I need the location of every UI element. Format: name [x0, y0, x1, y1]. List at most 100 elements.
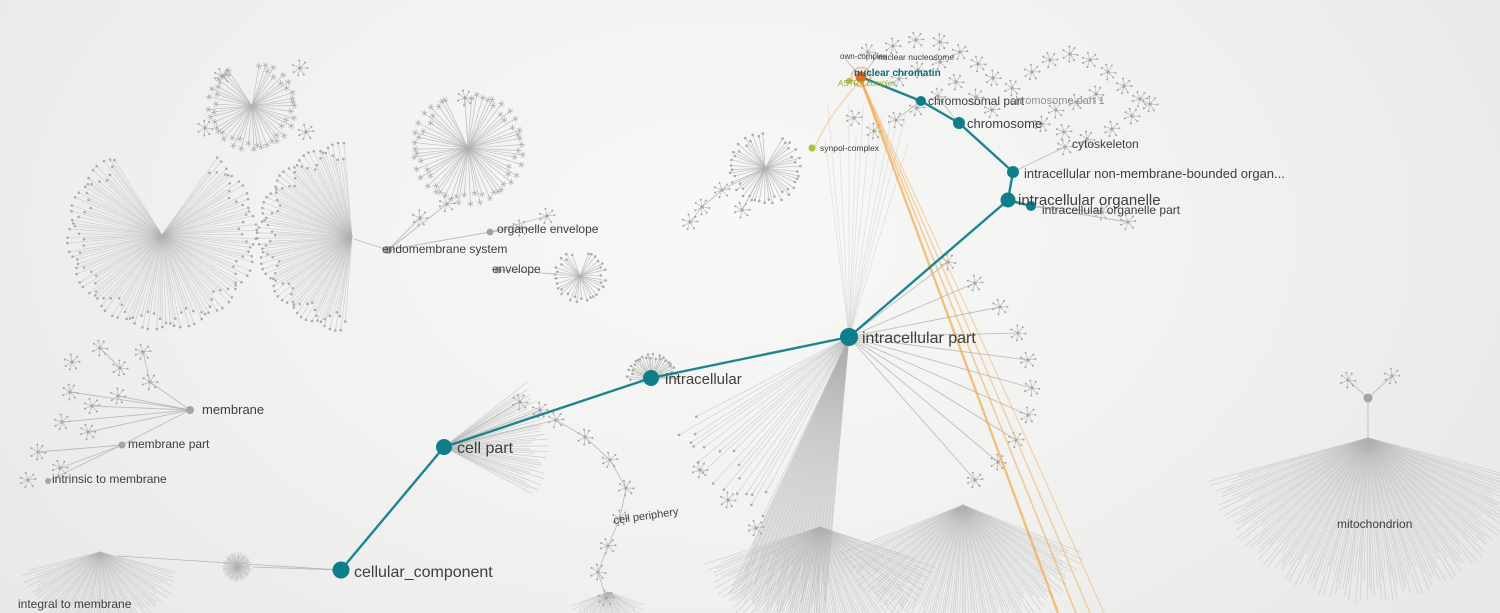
mini-burst: [1048, 101, 1065, 119]
label-membrane-part[interactable]: membrane part: [128, 437, 210, 451]
mini-burst: [860, 43, 877, 61]
mini-burst: [53, 413, 71, 431]
label-intracellular-part[interactable]: intracellular part: [862, 330, 976, 347]
node-nuclear-chromatin[interactable]: [855, 71, 867, 83]
mini-burst: [1103, 120, 1121, 137]
label-intracellular[interactable]: intracellular: [665, 371, 742, 388]
label-intracellular-organelle[interactable]: intracellular organelle: [1018, 192, 1161, 209]
node-synpol-complex[interactable]: [808, 144, 816, 152]
node-membrane-part[interactable]: [118, 441, 126, 449]
mini-burst-layer: [19, 32, 1401, 606]
orange-association-edge: [860, 79, 1091, 613]
node-cluster: [410, 91, 526, 208]
label-layer: cellular_component cell part intracellular…: [18, 52, 1412, 611]
label-endomembrane-system[interactable]: endomembrane system: [382, 242, 507, 256]
node-envelope[interactable]: [494, 266, 502, 274]
node-cluster: [1208, 437, 1500, 603]
mini-burst: [197, 119, 214, 137]
mini-burst: [1004, 79, 1021, 97]
mini-burst: [907, 32, 925, 49]
label-envelope[interactable]: envelope: [492, 262, 541, 276]
path-edge-chromosome--chromosomal-part: [920, 99, 960, 125]
path-edge-chromosomal-part--nuclear-chromatin: [860, 75, 922, 103]
mini-burst: [1019, 351, 1037, 368]
node-cluster: [205, 62, 298, 153]
node-cluster: [443, 382, 550, 495]
label-chromosomal-part[interactable]: chromosomal part: [928, 94, 1025, 108]
orange-association-edge: [859, 79, 1060, 613]
node-intracellular-part[interactable]: [840, 328, 858, 346]
node-mitochondrion[interactable]: [1363, 393, 1373, 403]
label-integral-to-membrane[interactable]: integral to membrane: [18, 597, 132, 611]
node-chromosome[interactable]: [953, 117, 965, 129]
mini-burst: [966, 471, 984, 488]
mini-burst: [947, 73, 965, 91]
mini-burst: [748, 519, 765, 537]
node-astra-complex[interactable]: [846, 78, 852, 84]
node-non-membrane-bounded-organelle[interactable]: [1007, 166, 1019, 178]
mini-burst: [733, 201, 751, 219]
mini-burst: [1142, 95, 1159, 113]
node-cluster: [570, 591, 646, 613]
path-edge-cellular_component--cell-part: [340, 446, 445, 571]
node-organelle-envelope[interactable]: [486, 228, 494, 236]
mini-burst: [1019, 406, 1037, 424]
orange-association-edge: [860, 79, 1105, 613]
node-cell-part[interactable]: [436, 439, 452, 455]
label-chromosome-part-1[interactable]: chromosome part 1: [1010, 95, 1105, 107]
mini-burst: [968, 88, 985, 106]
label-nuclear-nucleosome[interactable]: nuclear nucleosome: [878, 52, 954, 62]
label-synpol-complex[interactable]: synpol-complex: [820, 143, 880, 153]
mini-burst: [970, 55, 987, 73]
mini-burst: [1116, 77, 1133, 95]
path-edge-intracellular-part--intracellular-organelle: [848, 199, 1009, 338]
mini-burst: [457, 89, 474, 107]
mini-burst: [547, 412, 565, 429]
mini-burst: [1023, 63, 1041, 81]
node-intracellular-organelle[interactable]: [1000, 192, 1016, 208]
label-cellular-component[interactable]: cellular_component: [354, 564, 493, 581]
mini-burst: [932, 33, 949, 51]
label-chromosome[interactable]: chromosome: [967, 116, 1042, 131]
node-membrane[interactable]: [186, 406, 194, 414]
mini-burst: [1062, 45, 1079, 63]
node-chromosomal-part[interactable]: [916, 96, 926, 106]
mini-burst: [984, 101, 1001, 119]
mini-burst: [63, 353, 81, 371]
node-intracellular-organelle-part[interactable]: [1026, 201, 1036, 211]
label-organelle-envelope[interactable]: organelle envelope: [497, 222, 599, 236]
node-cluster: [704, 526, 936, 613]
node-endomembrane-system[interactable]: [384, 246, 392, 254]
label-astra-complex[interactable]: ASTRA complex: [838, 79, 896, 88]
label-nuclear-chromatin[interactable]: nuclear chromatin: [854, 68, 941, 79]
mini-burst: [714, 181, 731, 199]
mini-burst: [292, 59, 309, 77]
label-membrane[interactable]: membrane: [202, 402, 264, 417]
mini-burst: [691, 461, 709, 479]
label-intracellular-non-membrane-bounded-organ[interactable]: intracellular non-membrane-bounded organ…: [1024, 166, 1285, 181]
label-cytoskeleton[interactable]: cytoskeleton: [1072, 137, 1139, 151]
mini-burst: [890, 70, 908, 87]
mini-burst: [1119, 213, 1137, 230]
mini-burst: [51, 460, 69, 477]
label-intracellular-organelle-part[interactable]: intracellular organelle part: [1042, 203, 1181, 217]
node-cellular_component[interactable]: [332, 561, 350, 579]
mini-burst: [1056, 139, 1074, 156]
mini-burst: [845, 109, 863, 126]
node-layer[interactable]: [45, 66, 1373, 579]
node-intracellular[interactable]: [643, 370, 659, 386]
mini-burst: [885, 37, 902, 55]
label-mitochondrion[interactable]: mitochondrion: [1337, 517, 1412, 531]
label-cell-part[interactable]: cell part: [457, 440, 514, 457]
orange-association-edge: [860, 79, 1077, 613]
label-cell-periphery[interactable]: cell periphery: [613, 506, 680, 527]
node-intrinsic-to-membrane[interactable]: [45, 478, 51, 484]
label-intrinsic-to-membrane[interactable]: intrinsic to membrane: [52, 472, 167, 486]
mini-burst: [30, 443, 47, 461]
path-edge-intracellular--intracellular-part: [650, 335, 850, 380]
label-own-complex[interactable]: own-complex: [840, 52, 887, 61]
mini-burst: [1079, 130, 1096, 148]
mini-burst: [1041, 52, 1059, 69]
